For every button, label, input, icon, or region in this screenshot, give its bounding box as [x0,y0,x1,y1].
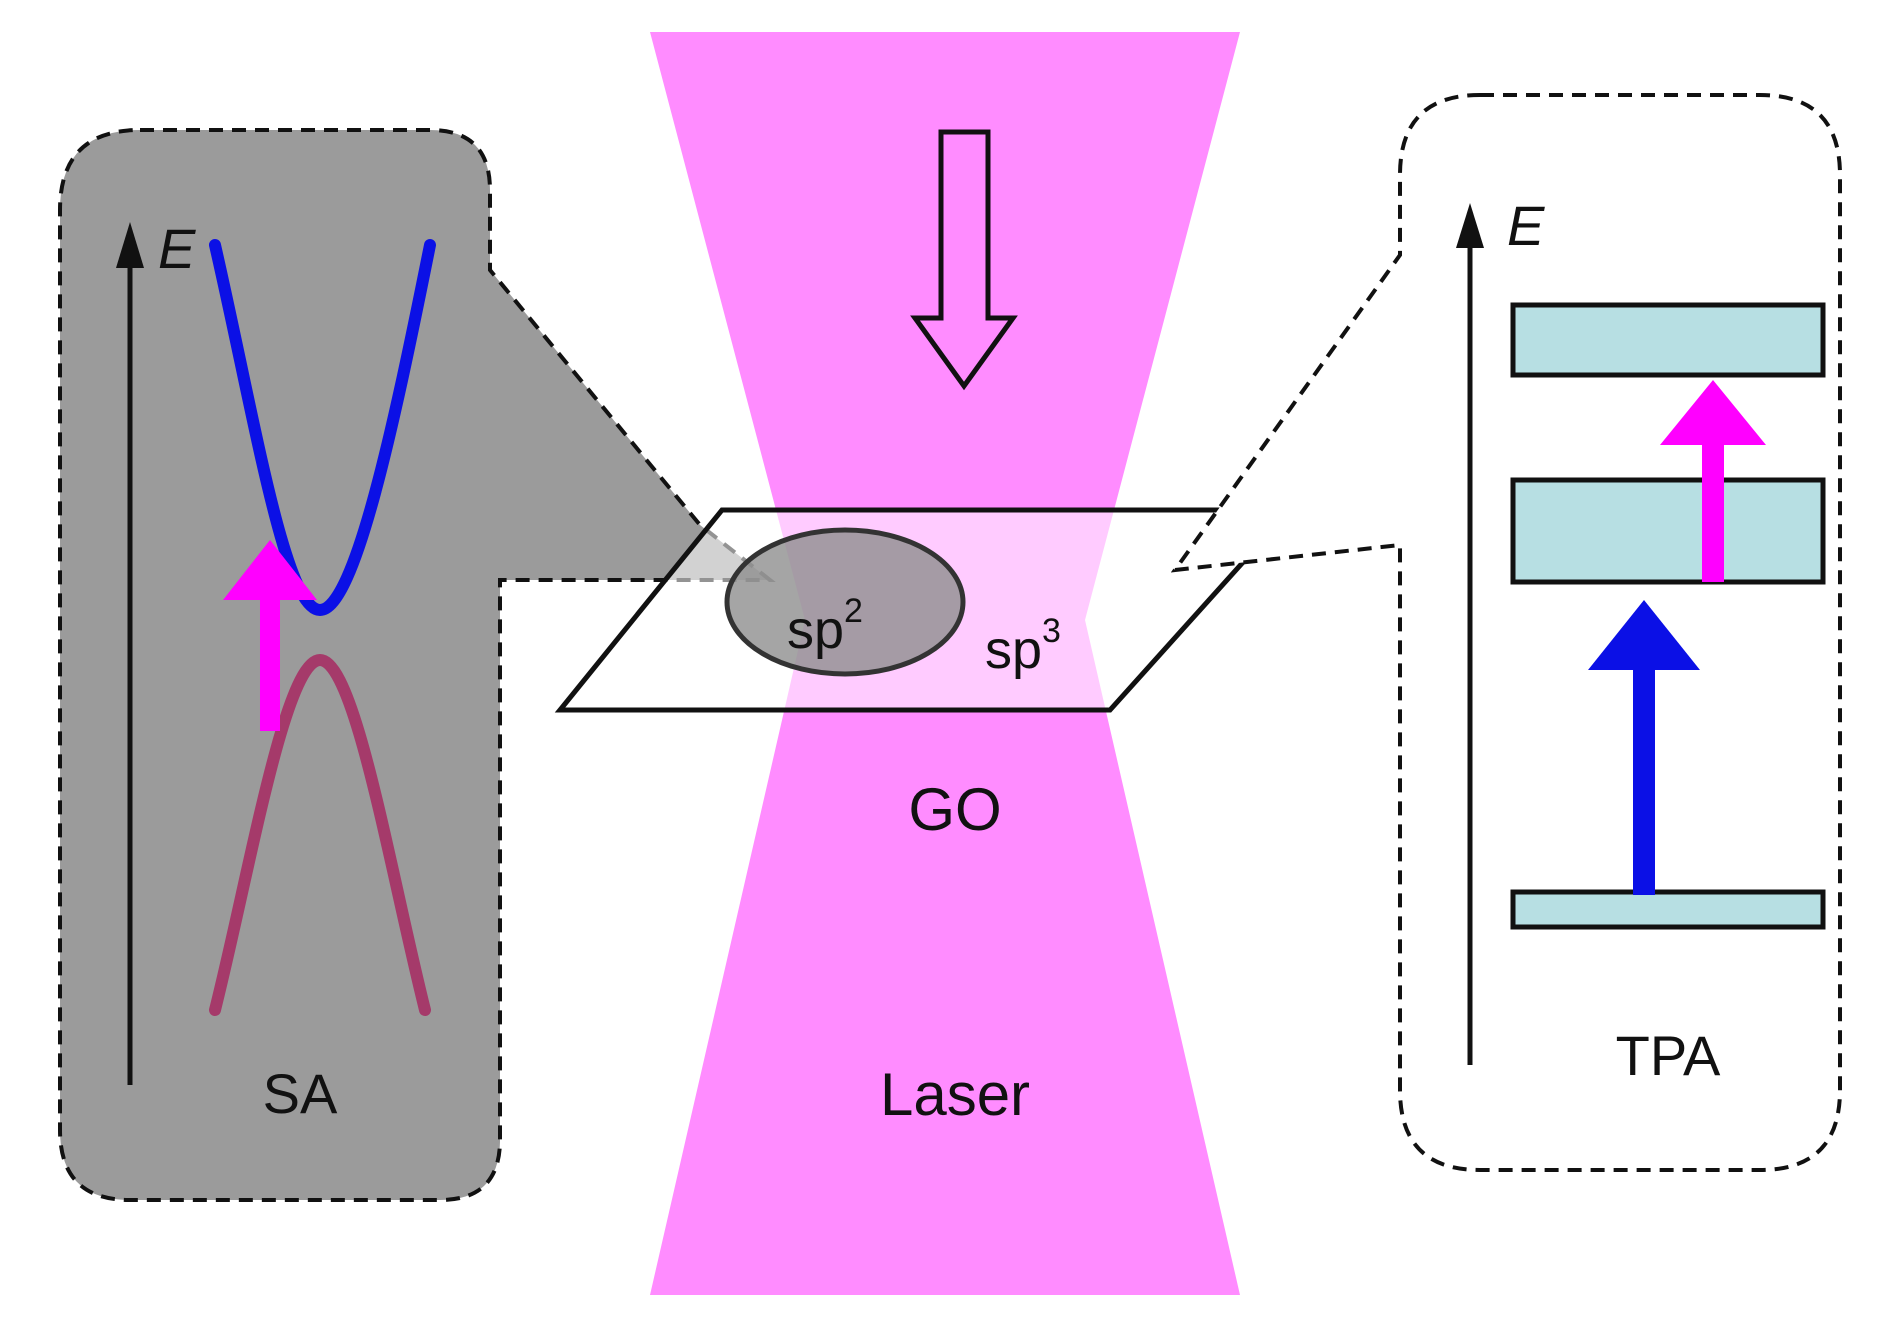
tpa-second-photon-arrow [1660,380,1766,582]
sa-axis-label: E [158,217,196,280]
ground-energy-level [1510,889,1826,930]
sa-title: SA [263,1062,338,1125]
upper-energy-level [1510,302,1826,378]
sp3-label: sp3 [985,612,1061,680]
valence-band-curve [209,653,431,1016]
sp2-region [724,527,966,677]
tpa-axis-label: E [1507,194,1545,257]
conduction-band-curve [209,239,436,617]
tpa-first-photon-arrow [1588,600,1700,895]
sa-excitation-arrow [223,540,317,731]
sp2-label: sp2 [787,592,863,660]
sp2-label-base: sp [787,600,844,660]
sp3-label-superscript: 3 [1042,612,1061,650]
sp3-label-base: sp [985,620,1042,680]
sa-energy-axis [116,222,144,1085]
virtual-energy-level [1510,477,1826,585]
go-label: GO [908,776,1001,843]
sp2-label-superscript: 2 [844,592,863,630]
tpa-title: TPA [1616,1024,1721,1087]
incidence-arrow [910,129,1018,391]
laser-label: Laser [880,1061,1030,1128]
tpa-energy-axis [1456,203,1484,1065]
